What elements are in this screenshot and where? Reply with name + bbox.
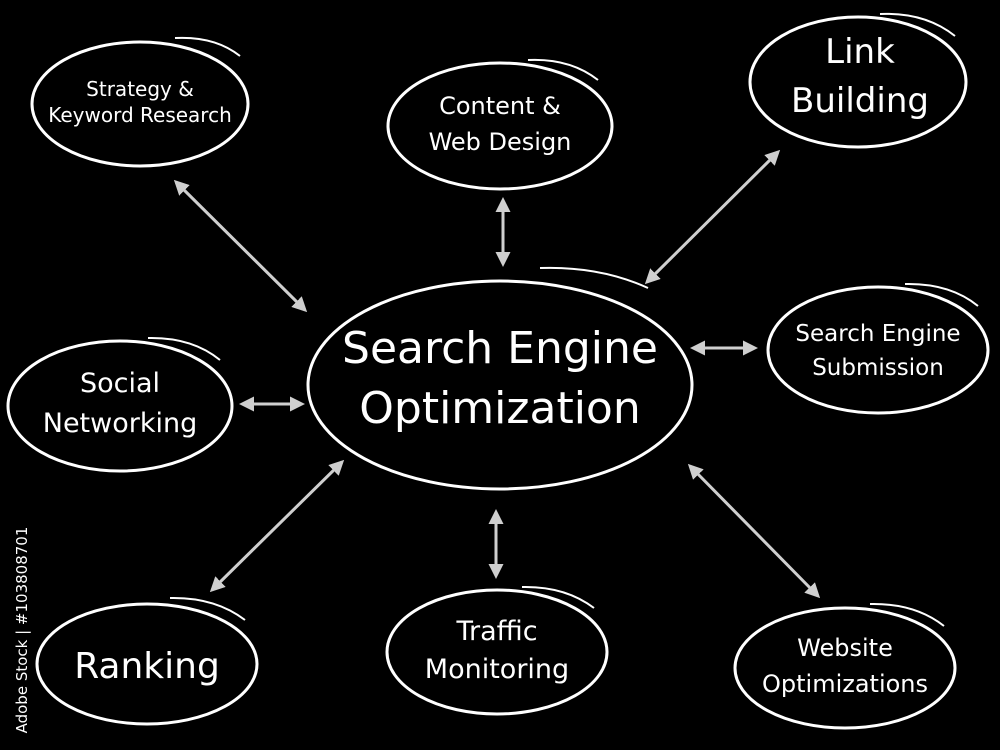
node-center: Search Engine Optimization bbox=[306, 266, 694, 491]
node-strategy-line2: Keyword Research bbox=[48, 103, 232, 127]
node-center-line2: Optimization bbox=[359, 383, 640, 434]
node-content-line1: Content & bbox=[439, 92, 561, 120]
node-link-line2: Building bbox=[791, 81, 929, 121]
node-ranking-line1: Ranking bbox=[74, 646, 220, 687]
node-social-line2: Networking bbox=[43, 408, 198, 439]
stock-id-label: Adobe Stock | #103808701 bbox=[10, 515, 34, 745]
node-strategy: Strategy & Keyword Research bbox=[30, 36, 250, 168]
arrow-ranking bbox=[209, 459, 345, 593]
arrow-strategy bbox=[173, 179, 308, 313]
node-content-line2: Web Design bbox=[429, 128, 572, 156]
node-center-ellipse bbox=[306, 279, 694, 491]
node-submission-line2: Submission bbox=[812, 355, 944, 381]
node-website: Website Optimizations bbox=[733, 602, 957, 730]
node-traffic-line2: Monitoring bbox=[425, 654, 569, 685]
node-link: Link Building bbox=[748, 12, 968, 149]
node-center-stroke bbox=[539, 266, 649, 289]
node-social-stroke bbox=[147, 336, 221, 361]
node-content-ellipse bbox=[386, 61, 614, 191]
node-traffic-ellipse bbox=[385, 588, 609, 716]
node-traffic: Traffic Monitoring bbox=[385, 585, 609, 716]
node-ranking: Ranking bbox=[35, 596, 259, 726]
node-social: Social Networking bbox=[6, 336, 234, 473]
node-strategy-ellipse bbox=[30, 40, 250, 168]
node-ranking-ellipse bbox=[35, 602, 259, 726]
node-website-line1: Website bbox=[797, 634, 893, 662]
node-traffic-line1: Traffic bbox=[455, 616, 537, 647]
node-website-ellipse bbox=[733, 606, 957, 730]
node-link-stroke bbox=[879, 12, 956, 37]
node-content: Content & Web Design bbox=[386, 58, 614, 191]
node-strategy-stroke bbox=[174, 36, 241, 57]
arrow-link bbox=[644, 149, 781, 285]
node-center-line1: Search Engine bbox=[342, 323, 658, 374]
arrow-website bbox=[687, 463, 821, 599]
node-submission-line1: Search Engine bbox=[795, 321, 960, 347]
node-strategy-line1: Strategy & bbox=[86, 77, 194, 101]
connector-arrows bbox=[173, 149, 821, 599]
node-content-stroke bbox=[527, 58, 599, 81]
node-social-line1: Social bbox=[80, 368, 160, 399]
node-website-stroke bbox=[869, 602, 945, 627]
node-website-line2: Optimizations bbox=[762, 670, 928, 698]
node-link-line1: Link bbox=[825, 32, 895, 72]
node-ranking-stroke bbox=[169, 596, 246, 621]
node-submission-stroke bbox=[904, 282, 979, 307]
node-submission-ellipse bbox=[766, 285, 990, 415]
node-social-ellipse bbox=[6, 339, 234, 473]
node-link-ellipse bbox=[748, 15, 968, 149]
node-submission: Search Engine Submission bbox=[766, 282, 990, 415]
stock-id-text: Adobe Stock | #103808701 bbox=[13, 526, 31, 734]
node-traffic-stroke bbox=[521, 585, 595, 609]
